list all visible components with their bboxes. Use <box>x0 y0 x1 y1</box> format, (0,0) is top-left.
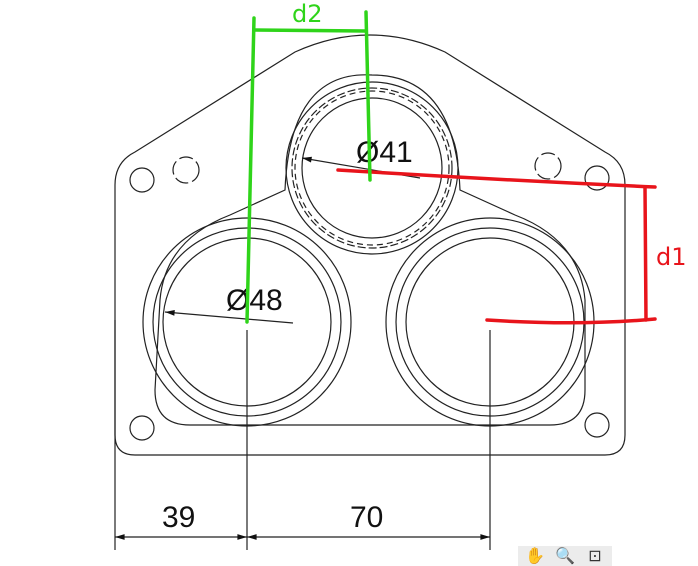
green-label-d2: d2 <box>292 0 323 28</box>
zoom-window-icon[interactable]: 🔍 <box>555 548 575 565</box>
leader-48 <box>164 309 294 324</box>
red-annotation-d1 <box>336 168 657 325</box>
pan-hand-icon[interactable]: ✋ <box>525 548 545 565</box>
dim-label-70: 70 <box>350 501 383 534</box>
mount-hole-tr <box>584 165 610 191</box>
view-toolbar: ✋ 🔍 ⊡ <box>518 546 612 566</box>
dim-label-39: 39 <box>162 501 195 534</box>
red-label-d1: d1 <box>656 243 687 271</box>
green-annotation-d2 <box>245 10 372 324</box>
mount-hole-br <box>584 412 610 438</box>
pin-hole-right <box>534 152 562 180</box>
mount-hole-bl <box>129 415 155 441</box>
plate-inner-outline <box>154 74 586 426</box>
top-bore <box>285 81 459 255</box>
plate-outline <box>114 34 626 456</box>
zoom-extents-icon[interactable]: ⊡ <box>588 548 602 565</box>
diameter-label-41: Ø41 <box>356 136 413 169</box>
pin-hole-left <box>172 156 200 184</box>
diameter-label-48: Ø48 <box>226 284 283 317</box>
mount-hole-tl <box>129 167 155 193</box>
